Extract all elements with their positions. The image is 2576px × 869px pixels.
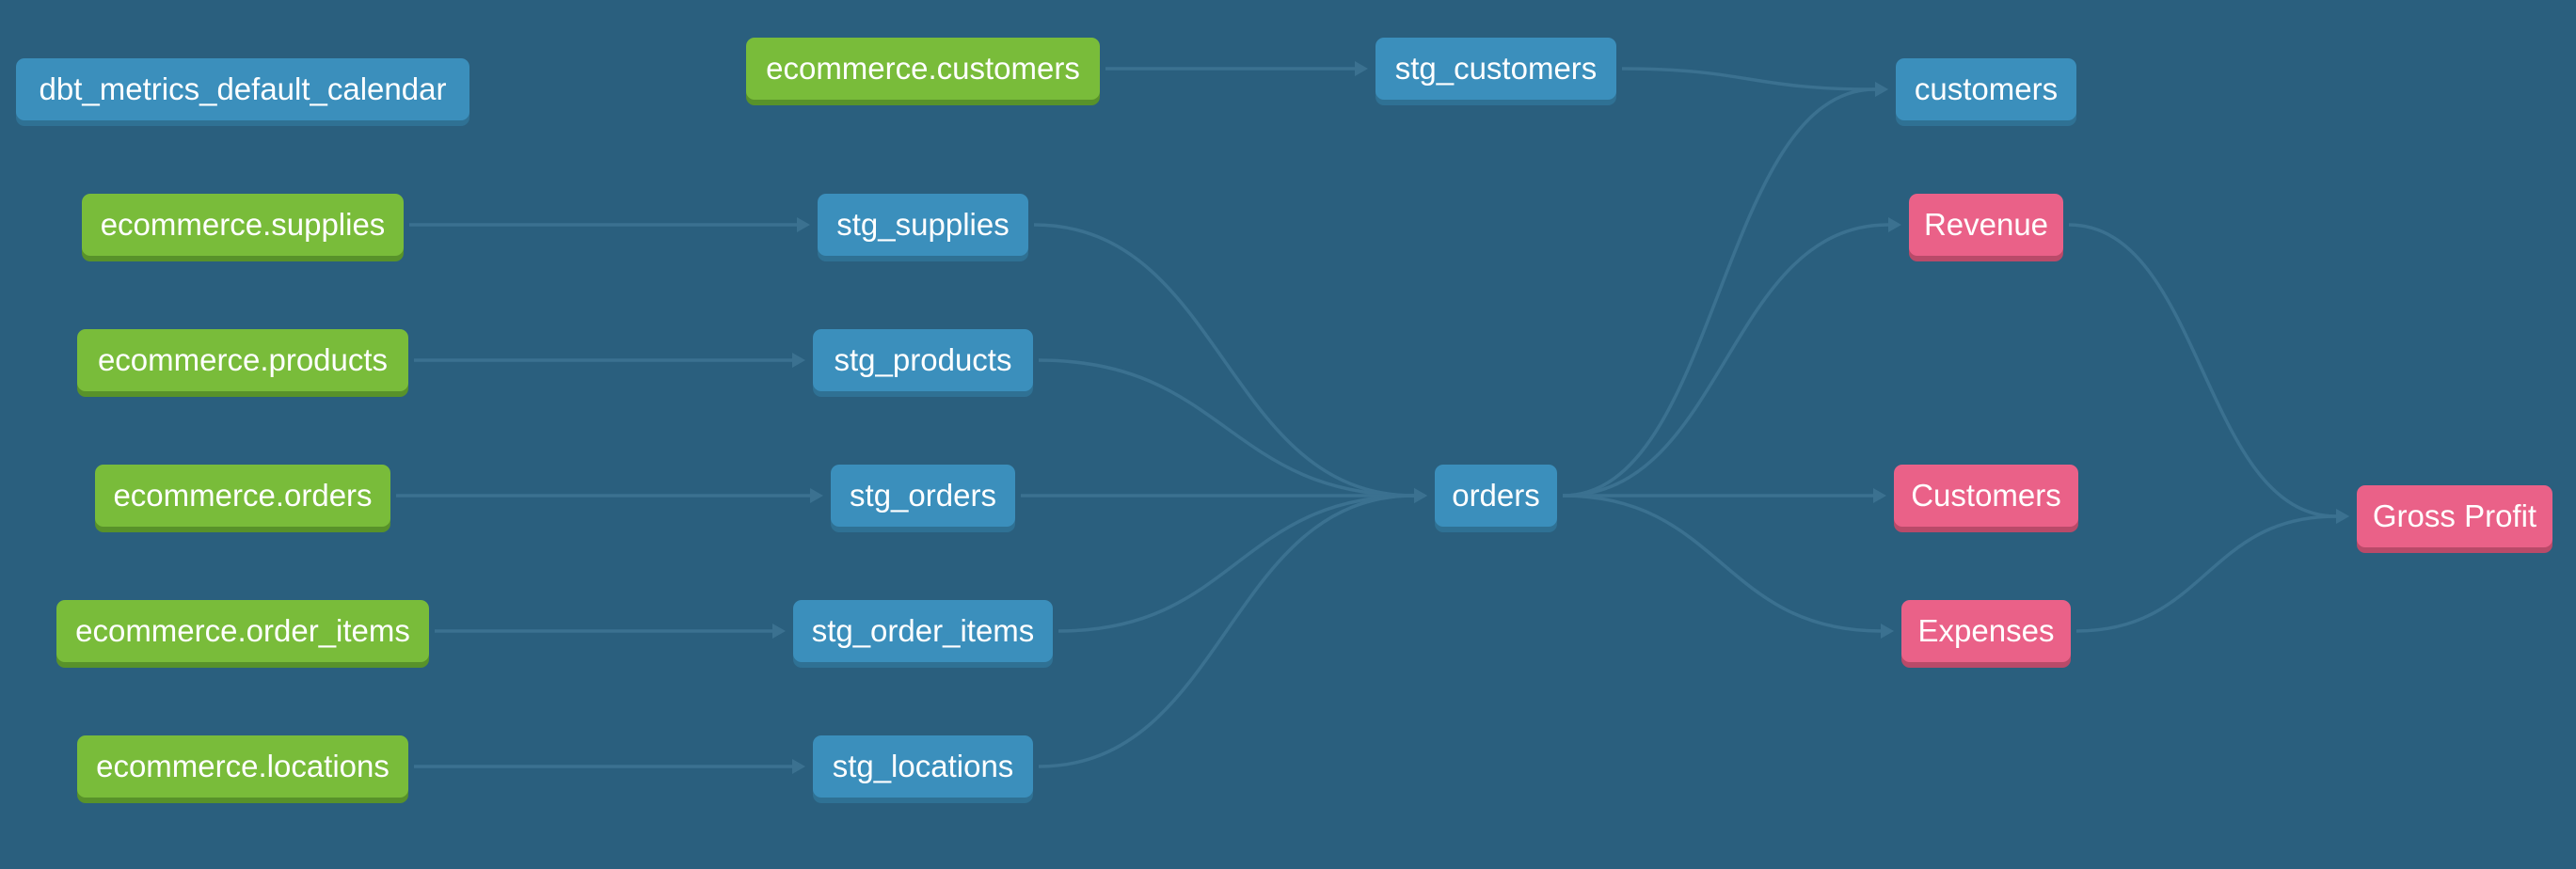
source-node-ecommerce-products[interactable]: ecommerce.products bbox=[77, 329, 408, 391]
edge-arrowhead bbox=[1414, 488, 1427, 503]
edge-stg_supplies-to-orders bbox=[1033, 223, 1415, 498]
edge-arrowhead bbox=[772, 624, 786, 639]
edge-orders-to-customers bbox=[1562, 87, 1876, 498]
model-node-stg-products[interactable]: stg_products bbox=[813, 329, 1033, 391]
edge-arrowhead bbox=[792, 759, 805, 774]
edge-stg_locations-to-orders bbox=[1038, 494, 1415, 768]
model-node-stg-order-items[interactable]: stg_order_items bbox=[793, 600, 1053, 662]
model-node-stg-supplies[interactable]: stg_supplies bbox=[818, 194, 1028, 256]
edge-stg_customers-to-customers bbox=[1621, 67, 1876, 91]
source-node-ecommerce-order-items[interactable]: ecommerce.order_items bbox=[56, 600, 429, 662]
model-node-customers[interactable]: customers bbox=[1896, 58, 2076, 120]
metric-node-customers[interactable]: Customers bbox=[1894, 465, 2078, 527]
edge-stg_products-to-orders bbox=[1038, 358, 1415, 498]
metric-node-revenue[interactable]: Revenue bbox=[1909, 194, 2063, 256]
edge-orders-to-metric_revenue bbox=[1562, 223, 1889, 498]
edge-arrowhead bbox=[1873, 488, 1886, 503]
node-dbt-metrics-default-calendar[interactable]: dbt_metrics_default_calendar bbox=[16, 58, 469, 120]
edge-arrowhead bbox=[2336, 509, 2349, 524]
source-node-ecommerce-supplies[interactable]: ecommerce.supplies bbox=[82, 194, 404, 256]
edge-metric_expenses-to-metric_gross_profit bbox=[2075, 514, 2337, 633]
edge-arrowhead bbox=[1875, 82, 1888, 97]
source-node-ecommerce-orders[interactable]: ecommerce.orders bbox=[95, 465, 390, 527]
model-node-stg-locations[interactable]: stg_locations bbox=[813, 735, 1033, 798]
edge-orders-to-metric_expenses bbox=[1562, 494, 1882, 633]
edge-arrowhead bbox=[1888, 217, 1901, 232]
edge-arrowhead bbox=[810, 488, 823, 503]
edge-stg_order_items-to-orders bbox=[1057, 494, 1415, 633]
edge-arrowhead bbox=[1355, 61, 1368, 76]
model-node-stg-orders[interactable]: stg_orders bbox=[831, 465, 1015, 527]
edge-arrowhead bbox=[792, 353, 805, 368]
metric-node-expenses[interactable]: Expenses bbox=[1901, 600, 2071, 662]
edge-metric_revenue-to-metric_gross_profit bbox=[2068, 223, 2337, 518]
source-node-ecommerce-locations[interactable]: ecommerce.locations bbox=[77, 735, 408, 798]
edge-arrowhead bbox=[1881, 624, 1894, 639]
model-node-stg-customers[interactable]: stg_customers bbox=[1375, 38, 1616, 100]
model-node-orders[interactable]: orders bbox=[1435, 465, 1557, 527]
source-node-ecommerce-customers[interactable]: ecommerce.customers bbox=[746, 38, 1100, 100]
metric-node-gross-profit[interactable]: Gross Profit bbox=[2357, 485, 2552, 547]
edge-arrowhead bbox=[797, 217, 810, 232]
